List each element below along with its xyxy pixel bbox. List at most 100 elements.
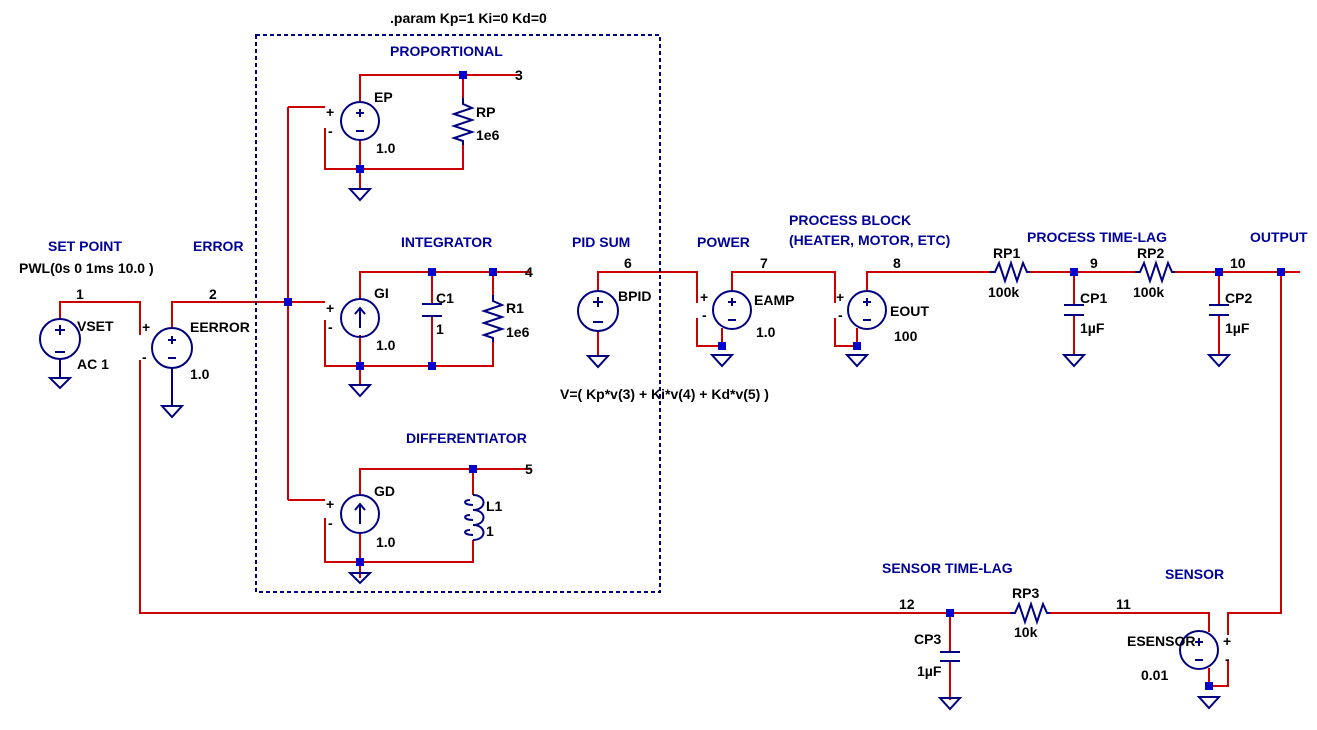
resistor-rp3-icon	[1010, 600, 1050, 626]
eout-value[interactable]: 100	[894, 328, 918, 344]
node-label: 2	[209, 286, 217, 302]
gd-symbol	[340, 494, 380, 534]
section-process-block-sub: (HEATER, MOTOR, ETC)	[789, 232, 950, 248]
rp3-value[interactable]: 10k	[1014, 624, 1038, 640]
ep-value[interactable]: 1.0	[376, 140, 396, 156]
esensor-name[interactable]: ESENSOR	[1127, 633, 1195, 649]
rp-value[interactable]: 1e6	[476, 127, 500, 143]
node-label: 12	[899, 596, 915, 612]
cp3-value[interactable]: 1µF	[917, 663, 942, 679]
cp1-name[interactable]: CP1	[1080, 290, 1107, 306]
cp3-name[interactable]: CP3	[914, 631, 941, 647]
svg-text:+: +	[326, 104, 334, 120]
section-process-block: PROCESS BLOCK	[789, 212, 911, 228]
ground-icon	[347, 188, 373, 202]
bpid-symbol	[577, 290, 619, 332]
rp2-name[interactable]: RP2	[1137, 245, 1164, 261]
node-label: 8	[893, 255, 901, 271]
rp-name[interactable]: RP	[476, 104, 495, 120]
ground-icon	[47, 377, 73, 390]
eerror-symbol	[151, 327, 193, 406]
inductor-l1-icon	[472, 494, 485, 541]
c1-value[interactable]: 1	[436, 321, 444, 337]
cp1-value[interactable]: 1µF	[1080, 320, 1105, 336]
gi-value[interactable]: 1.0	[376, 337, 396, 353]
l1-name[interactable]: L1	[486, 498, 503, 514]
ground-icon	[347, 384, 373, 398]
svg-text:+: +	[142, 319, 150, 335]
eerror-name[interactable]: EERROR	[190, 319, 250, 335]
node-label: 6	[624, 255, 632, 271]
c1-name[interactable]: C1	[436, 290, 454, 306]
svg-text:-: -	[328, 319, 333, 335]
gd-value[interactable]: 1.0	[376, 534, 396, 550]
node-label: 1	[76, 286, 84, 302]
rp1-name[interactable]: RP1	[993, 245, 1020, 261]
l1-value[interactable]: 1	[486, 523, 494, 539]
vset-name[interactable]: VSET	[77, 318, 114, 334]
node-label: 7	[760, 255, 768, 271]
section-power: POWER	[697, 234, 750, 250]
ground-icon	[1061, 354, 1087, 368]
vset-source[interactable]: PWL(0s 0 1ms 10.0 )	[19, 260, 154, 276]
junction-nodes	[284, 71, 1285, 690]
eamp-value[interactable]: 1.0	[756, 324, 776, 340]
rp1-value[interactable]: 100k	[988, 284, 1019, 300]
capacitor-cp3-icon	[940, 651, 960, 662]
section-differentiator: DIFFERENTIATOR	[406, 430, 527, 446]
rp3-name[interactable]: RP3	[1012, 585, 1039, 601]
vset-symbol	[39, 318, 81, 378]
param-directive[interactable]: .param Kp=1 Ki=0 Kd=0	[390, 10, 547, 26]
ep-symbol	[340, 101, 380, 141]
eamp-name[interactable]: EAMP	[754, 292, 794, 308]
ground-symbols	[47, 188, 1232, 711]
node-label: 11	[1116, 596, 1131, 612]
section-pid-sum: PID SUM	[572, 234, 630, 250]
capacitor-cp2-icon	[1209, 304, 1229, 316]
bpid-name[interactable]: BPID	[618, 288, 651, 304]
cp2-value[interactable]: 1µF	[1225, 320, 1250, 336]
node-label: 5	[525, 461, 533, 477]
resistor-rp1-icon	[990, 259, 1030, 285]
svg-text:+: +	[836, 289, 844, 305]
ep-name[interactable]: EP	[374, 89, 393, 105]
svg-text:+: +	[700, 289, 708, 305]
svg-text:-: -	[328, 123, 333, 139]
section-proportional: PROPORTIONAL	[390, 43, 503, 59]
ground-icon	[159, 405, 185, 419]
section-output: OUTPUT	[1250, 229, 1308, 245]
node-label: 9	[1090, 255, 1098, 271]
section-sensor: SENSOR	[1165, 566, 1224, 582]
resistor-rp-icon	[450, 98, 476, 145]
eout-symbol	[847, 290, 887, 330]
svg-text:-: -	[1225, 651, 1230, 667]
ground-icon	[1196, 696, 1222, 710]
eout-name[interactable]: EOUT	[890, 303, 929, 319]
gi-name[interactable]: GI	[374, 285, 389, 301]
eerror-value[interactable]: 1.0	[190, 366, 210, 382]
section-process-time-lag: PROCESS TIME-LAG	[1027, 229, 1167, 245]
cp2-name[interactable]: CP2	[1225, 290, 1252, 306]
resistor-rp2-icon	[1135, 259, 1175, 285]
vset-value[interactable]: AC 1	[77, 356, 109, 372]
esensor-value[interactable]: 0.01	[1141, 667, 1168, 683]
svg-text:-: -	[328, 515, 333, 531]
gi-symbol	[340, 298, 380, 338]
eamp-symbol	[712, 290, 752, 330]
r1-value[interactable]: 1e6	[506, 324, 530, 340]
capacitor-c1-icon	[422, 303, 442, 317]
section-sensor-time-lag: SENSOR TIME-LAG	[882, 560, 1013, 576]
svg-text:-: -	[838, 307, 843, 323]
esensor-symbol	[1179, 630, 1219, 670]
rp2-value[interactable]: 100k	[1133, 284, 1164, 300]
bpid-expression[interactable]: V=( Kp*v(3) + Ki*v(4) + Kd*v(5) )	[560, 386, 769, 402]
pid-controller-box	[255, 34, 661, 593]
svg-text:-: -	[142, 349, 147, 365]
capacitor-cp1-icon	[1064, 304, 1084, 316]
section-set-point: SET POINT	[48, 238, 122, 254]
gd-name[interactable]: GD	[374, 483, 395, 499]
node-label: 10	[1230, 255, 1246, 271]
inductor-l1-turns	[464, 499, 474, 536]
r1-name[interactable]: R1	[506, 300, 524, 316]
